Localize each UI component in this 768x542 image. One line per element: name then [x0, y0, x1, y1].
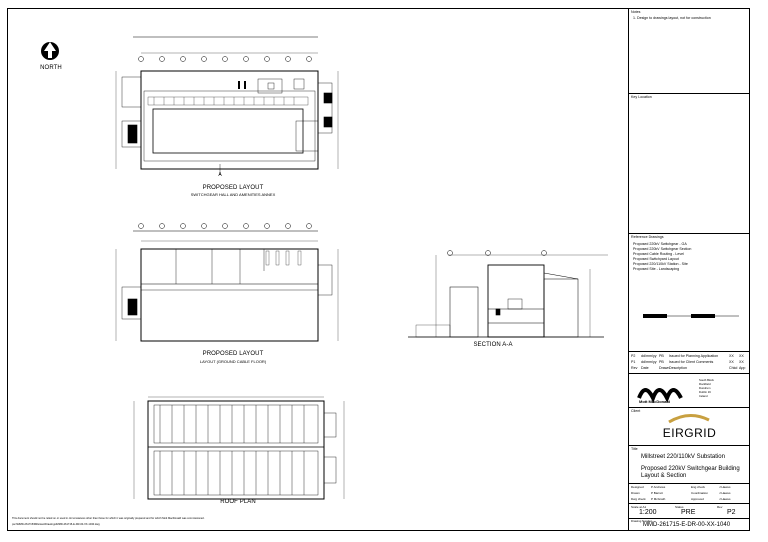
revision-table: P2 dd/mm/yy PB Issued for Planning Appli… — [629, 351, 750, 373]
ref-item: Proposed 220kV Switchgear Section — [633, 247, 692, 251]
client-box: Client EIRGRID — [629, 407, 750, 445]
section-aa — [408, 254, 608, 338]
roof-plan — [133, 396, 345, 500]
top-layout-subtitle: SWITCHGEAR HALL AND AMENITIES ANNEX — [190, 192, 276, 197]
consultant-name: Mott MacDonald — [639, 399, 670, 404]
client-name: EIRGRID — [662, 426, 717, 440]
notes-line: 1. Design to drawings layout, not for co… — [633, 16, 711, 20]
key-plan-box: Key Location — [629, 93, 750, 233]
section-marker-label: A — [218, 172, 222, 178]
mid-layout-gridmarks — [138, 223, 312, 266]
scale-status-row: Scale at A1 1:200 Status PRE Rev P2 — [629, 503, 750, 518]
status-value: PRE — [681, 509, 696, 516]
project-box: Title Millstreet 220/110kV Substation Pr… — [629, 445, 750, 493]
ref-list: Proposed 220kV Switchgear - GA Proposed … — [633, 242, 745, 272]
revision-row: P1 dd/mm/yy PB Issued for Client Comment… — [631, 360, 744, 364]
ref-item: Proposed Switchyard Layout — [633, 257, 679, 261]
title-block: Notes 1. Design to drawings layout, not … — [628, 9, 750, 530]
mid-layout-subtitle: LAYOUT (GROUND CABLE FLOOR) — [199, 359, 267, 364]
roof-panels — [153, 404, 319, 496]
top-layout-title: PROPOSED LAYOUT — [202, 185, 264, 191]
ref-drawings-box: Reference Drawings Proposed 220kV Switch… — [629, 233, 750, 351]
ref-item: Proposed 220kV Switchgear - GA — [633, 242, 687, 246]
ref-header: Reference Drawings — [631, 235, 664, 239]
roof-title: ROOF PLAN — [220, 499, 256, 505]
consultant-logo-icon — [637, 388, 683, 403]
ref-item: Proposed 220/110kV Station - Site — [633, 262, 688, 266]
key-plan-header: Key Location — [631, 95, 652, 99]
project-line-1: Millstreet 220/110kV Substation — [641, 454, 725, 460]
scale-bar — [643, 314, 739, 318]
top-layout-plan — [115, 36, 339, 175]
section-gridmarks — [447, 250, 547, 256]
client-logo-icon — [668, 414, 710, 424]
top-layout-cells — [153, 97, 295, 105]
section-title: SECTION A-A — [473, 342, 513, 348]
project-line-3: Layout & Section — [641, 473, 687, 479]
notes-header: Notes — [631, 10, 641, 14]
drawing-number-row: Drawing Number MMD-261715-E-DR-00-XX-104… — [629, 518, 750, 530]
footer-note: This document should not be relied on or… — [12, 517, 205, 520]
field-row: Designed P Andrews Eng check J Hawes — [631, 485, 731, 489]
file-path: pw:\\MMD-261715\Millstreet\Drawings\MMD-… — [12, 523, 100, 526]
ref-item: Proposed Cable Routing - Level — [633, 252, 684, 256]
field-row: Dwg check P McGrath Approved J Hawes — [631, 497, 731, 501]
north-label: NORTH — [40, 65, 62, 71]
drawing-canvas — [41, 36, 608, 500]
client-label: Client — [631, 409, 641, 413]
revision-row: P2 dd/mm/yy PB Issued for Planning Appli… — [631, 354, 744, 358]
mid-layout-title: PROPOSED LAYOUT — [202, 351, 264, 357]
fields-table: Designed P Andrews Eng check J Hawes Dra… — [629, 483, 750, 503]
scale-value: 1:200 — [639, 509, 657, 516]
ref-item: Proposed Site - Landscaping — [633, 267, 680, 271]
consultant-address: South Block Rockfield Dundrum Dublin 16 … — [699, 378, 714, 398]
project-line-2: Proposed 220kV Switchgear Building — [641, 466, 740, 472]
rev-value: P2 — [727, 509, 736, 516]
revision-header-row: Rev Date Drawn Description Chkd App — [631, 366, 746, 370]
drawing-sheet: NORTH A PROPOSED LAYOUT SWITCHGEAR HALL … — [7, 8, 750, 531]
north-arrow-icon — [41, 42, 59, 60]
project-label: Title — [631, 447, 638, 451]
consultant-box: Mott MacDonald South Block Rockfield Dun… — [629, 373, 750, 407]
mid-layout-plan — [115, 230, 339, 342]
top-layout-gridmarks — [138, 56, 312, 90]
field-row: Drawn P Barrett Coordination J Hawes — [631, 491, 731, 495]
drawing-number: MMD-261715-E-DR-00-XX-1040 — [643, 522, 731, 528]
drawing-area: NORTH A PROPOSED LAYOUT SWITCHGEAR HALL … — [8, 9, 628, 530]
